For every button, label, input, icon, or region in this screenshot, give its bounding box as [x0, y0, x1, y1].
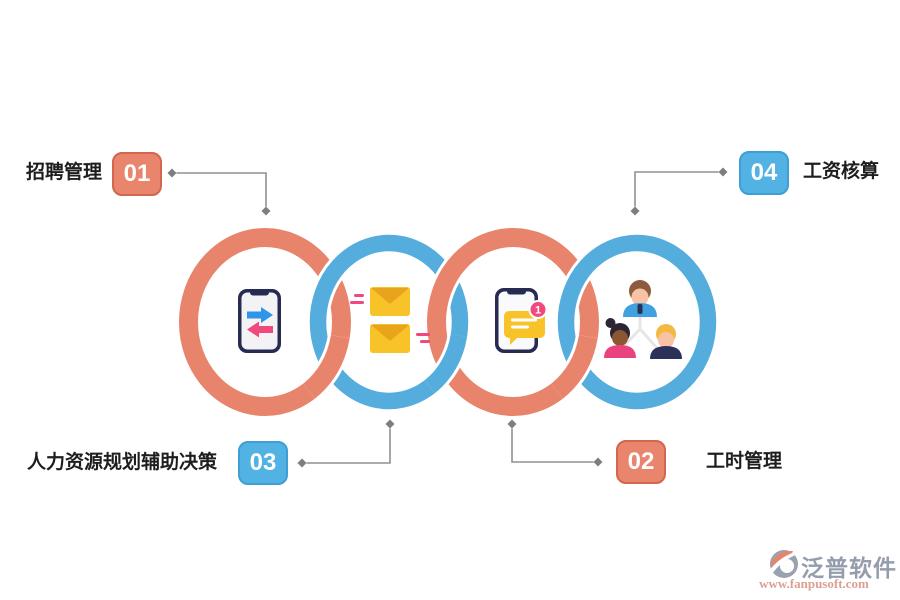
- connector-03: [297, 419, 395, 468]
- mail-speed-dashes: [350, 294, 430, 343]
- badge-01: 01: [112, 152, 162, 196]
- notification-badge: [528, 300, 548, 319]
- connector-02: [507, 419, 603, 467]
- connector-01: [167, 168, 271, 216]
- arrow-right: [247, 307, 273, 323]
- phone-transfer-icon: [238, 289, 281, 353]
- connector-diamond: [630, 206, 640, 216]
- phone-notch: [250, 289, 269, 296]
- ring-weave-arcs: [300, 333, 601, 402]
- person-top: [623, 280, 657, 317]
- connector-diamond: [718, 167, 728, 177]
- brand-name: 泛普软件: [801, 555, 897, 581]
- phone-notch: [507, 288, 526, 295]
- badge-04: 04: [739, 151, 789, 195]
- notification-count: 1: [535, 305, 541, 317]
- arrow-left: [247, 321, 273, 338]
- connector-04: [630, 167, 728, 216]
- connector-diamond: [261, 206, 271, 216]
- team-icon: [604, 280, 682, 359]
- label-worktime: 工时管理: [706, 451, 783, 472]
- badge-03: 03: [238, 441, 288, 485]
- label-recruitment: 招聘管理: [25, 162, 102, 183]
- connector-diamond: [297, 458, 307, 468]
- person-left: [604, 318, 636, 358]
- brand-url: www.fanpusoft.com: [759, 576, 869, 591]
- phone-chat-icon: 1: [495, 288, 548, 353]
- label-payroll: 工资核算: [803, 161, 880, 182]
- connector-diamond: [167, 168, 177, 178]
- connector-diamond: [385, 419, 395, 429]
- ring-recruitment: [176, 225, 354, 419]
- connector-diamond: [593, 457, 603, 467]
- badge-02: 02: [616, 440, 666, 484]
- label-hr-planning: 人力资源规划辅助决策: [27, 452, 218, 473]
- ring-payroll: [554, 231, 720, 413]
- fanpu-logo-icon: [768, 550, 798, 578]
- ring-worktime: [424, 225, 602, 419]
- ring-mail: [306, 231, 472, 413]
- mail-icon: [350, 287, 430, 353]
- connector-diamond: [507, 419, 517, 429]
- person-right: [650, 324, 682, 359]
